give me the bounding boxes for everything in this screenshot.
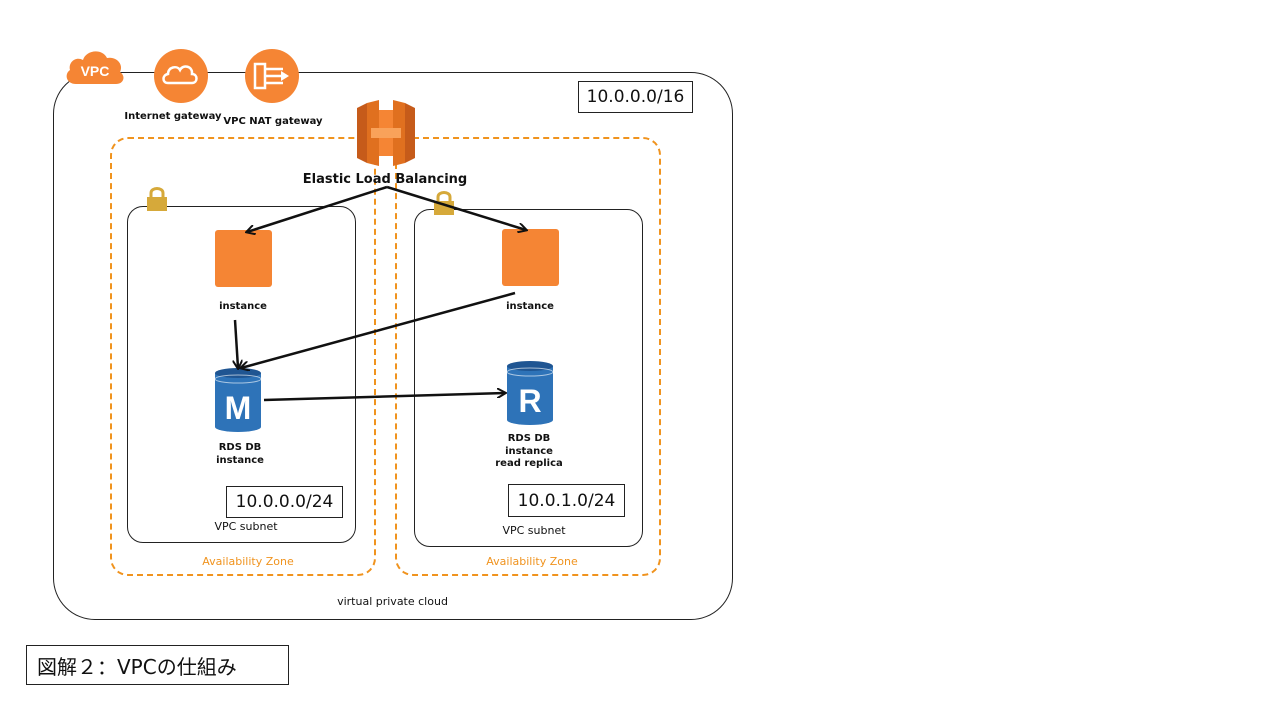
internet-gateway-label: Internet gateway	[124, 111, 222, 122]
internet-gateway-icon	[154, 49, 208, 103]
rds-db-letter: R	[518, 383, 541, 419]
availability-zone-2	[395, 137, 661, 576]
rds-db-label-line2: instance	[216, 455, 264, 466]
availability-zone-label: Availability Zone	[202, 555, 294, 568]
ec2-instance-icon	[215, 230, 272, 287]
figure-caption: 図解２：VPCの仕組み	[26, 645, 289, 685]
vpc-subnet-2	[414, 209, 643, 547]
rds-replica-label-line2: instance	[505, 446, 553, 457]
rds-replica-label-line1: RDS DB	[507, 433, 551, 444]
arrow-instance-1-to-db	[235, 319, 238, 368]
subnet-cidr-box: 10.0.0.0/24	[226, 486, 343, 518]
vpc-container	[53, 72, 733, 620]
availability-zone-label: Availability Zone	[486, 555, 578, 568]
lock-icon	[147, 187, 167, 211]
elastic-load-balancing-icon	[357, 100, 415, 166]
arrow-db-to-replica	[263, 393, 505, 402]
lock-icon	[434, 191, 454, 215]
elb-label: Elastic Load Balancing	[302, 172, 468, 187]
rds-db-replica-icon: R	[506, 361, 554, 425]
instance-label: instance	[506, 301, 554, 312]
instance-label: instance	[219, 301, 267, 312]
vpc-subnet-1	[127, 206, 356, 543]
rds-replica-label-line3: read replica	[495, 458, 563, 469]
availability-zone-1	[110, 137, 376, 576]
rds-db-icon: M	[214, 368, 262, 432]
arrow-instance-2-to-db	[241, 291, 516, 368]
vpc-label: virtual private cloud	[337, 595, 448, 608]
ec2-instance-icon	[502, 229, 559, 286]
nat-gateway-icon	[245, 49, 299, 103]
arrow-elb-to-instance-1	[247, 185, 388, 232]
vpc-cloud-icon: VPC	[66, 51, 124, 84]
vpc-subnet-label: VPC subnet	[214, 520, 278, 533]
rds-db-letter: M	[225, 390, 252, 426]
vpc-subnet-label: VPC subnet	[502, 524, 566, 537]
subnet-cidr-box: 10.0.1.0/24	[508, 484, 625, 517]
rds-db-label-line1: RDS DB	[218, 442, 262, 453]
arrow-elb-to-instance-2	[386, 185, 526, 230]
vpc-cidr-box: 10.0.0.0/16	[578, 81, 693, 113]
nat-gateway-label: VPC NAT gateway	[223, 116, 323, 127]
vpc-badge-text: VPC	[81, 63, 110, 79]
